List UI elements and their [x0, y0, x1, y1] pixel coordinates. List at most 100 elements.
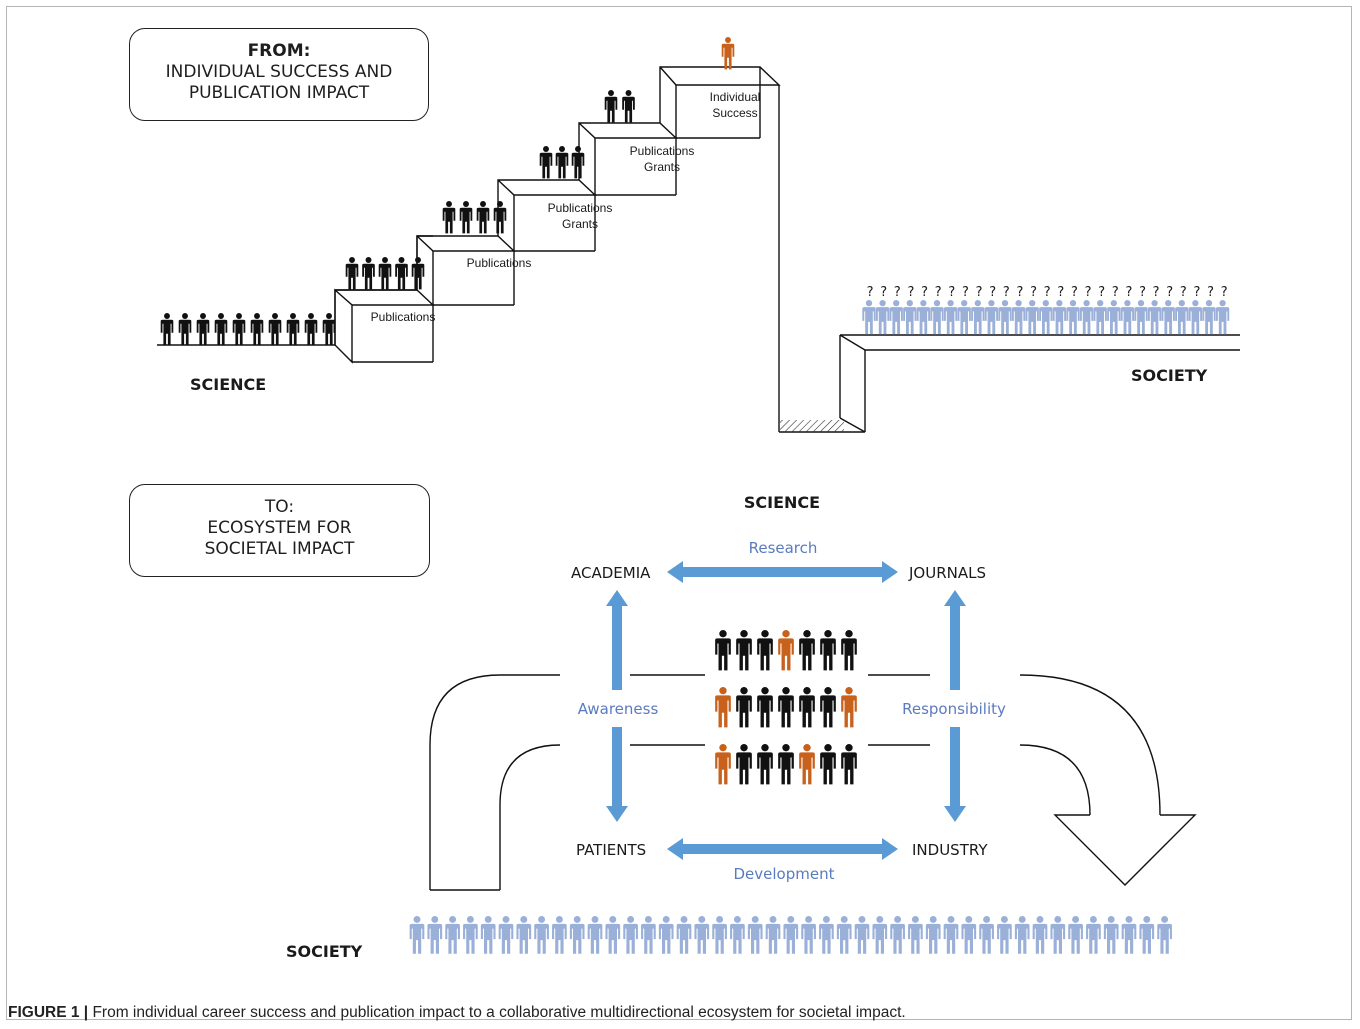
to-box-line1: TO: [264, 497, 295, 517]
responsibility-arrow-down [944, 727, 966, 822]
society-crowd-top [862, 300, 1230, 335]
person-icon [943, 300, 958, 335]
person-icon [569, 916, 585, 954]
person-icon [268, 313, 282, 346]
person-icon [658, 916, 674, 954]
person-icon [712, 916, 727, 954]
flow-awareness: Awareness [578, 700, 659, 718]
person-icon [971, 300, 985, 335]
to-box-line2: ECOSYSTEM FOR [207, 518, 352, 538]
from-box: FROM: INDIVIDUAL SUCCESS AND PUBLICATION… [129, 28, 429, 121]
person-icon [1121, 916, 1137, 954]
person-icon [516, 916, 532, 954]
person-icon [908, 916, 923, 954]
person-icon [747, 916, 763, 954]
person-icon [605, 916, 621, 954]
question-marks: ??????????????????????????? [866, 285, 1228, 300]
person-icon [820, 687, 836, 728]
person-icon [736, 630, 752, 671]
person-icon [1120, 300, 1135, 335]
person-icon [214, 313, 228, 346]
person-icon [476, 201, 490, 234]
person-icon [1157, 916, 1172, 954]
node-journals: JOURNALS [908, 564, 986, 582]
person-icon [250, 313, 264, 346]
node-industry: INDUSTRY [912, 841, 988, 859]
flow-development: Development [734, 865, 835, 883]
person-icon [1202, 300, 1216, 335]
person-icon [872, 916, 888, 954]
person-icon [889, 300, 903, 335]
person-icon [362, 257, 375, 290]
person-icon [459, 201, 473, 234]
person-icon [1066, 300, 1080, 335]
person-icon [820, 744, 836, 785]
staircase-diagram [157, 66, 1240, 433]
person-icon [1161, 300, 1175, 335]
person-icon [819, 916, 834, 954]
person-icon [1134, 300, 1148, 335]
person-icon [604, 90, 618, 123]
person-icon [841, 687, 857, 728]
ecosystem-society-label: SOCIETY [286, 942, 363, 961]
person-icon [1093, 300, 1107, 335]
person-icon [841, 744, 857, 785]
step-5-label-line2: Success [712, 106, 757, 120]
to-box: TO: ECOSYSTEM FOR SOCIETAL IMPACT [129, 484, 430, 577]
person-icon [801, 916, 816, 954]
person-icon [979, 916, 994, 954]
person-icon [916, 300, 931, 335]
caption-label: FIGURE 1 | [8, 1004, 89, 1021]
person-icon [943, 916, 959, 954]
research-arrow [667, 561, 898, 583]
person-icon [641, 916, 656, 954]
person-icon [1103, 916, 1119, 954]
person-icon [836, 916, 852, 954]
person-icon [778, 687, 794, 728]
person-icon [552, 916, 567, 954]
person-icon [1014, 916, 1030, 954]
person-icon [715, 687, 731, 728]
person-icon [622, 90, 635, 123]
blue-arrows [606, 561, 966, 860]
person-icon [1068, 916, 1083, 954]
step-4-label-line2: Grants [644, 160, 680, 174]
person-icon [539, 146, 553, 179]
person-icon [961, 916, 977, 954]
person-icon [442, 201, 456, 234]
person-icon [757, 630, 773, 671]
person-icon [480, 916, 496, 954]
person-icon [1039, 300, 1053, 335]
person-icon [757, 744, 773, 785]
person-icon [571, 146, 585, 179]
uturn-flow-arrow [429, 674, 1197, 891]
person-icon [378, 257, 392, 290]
staircase-science-label: SCIENCE [190, 375, 266, 394]
person-icon [799, 687, 815, 728]
person-icon [957, 300, 971, 335]
figure-caption: FIGURE 1 | From individual career succes… [8, 1004, 906, 1022]
node-patients: PATIENTS [576, 841, 646, 859]
person-icon [694, 916, 710, 954]
figure-diagram: Publications Publications Publications G… [157, 37, 1240, 961]
person-icon [409, 916, 425, 954]
person-icon [623, 916, 638, 954]
person-icon [998, 300, 1012, 335]
person-icon [427, 916, 443, 954]
person-icon [930, 300, 944, 335]
person-icon [997, 916, 1012, 954]
step-3-label-line1: Publications [548, 201, 613, 215]
figure-frame [6, 6, 1352, 1020]
from-box-line1: FROM: [247, 41, 311, 61]
person-icon [395, 257, 408, 290]
person-icon [1050, 916, 1066, 954]
person-icon [411, 257, 425, 290]
person-icon [903, 300, 917, 335]
person-icon [196, 313, 210, 346]
person-icon [304, 313, 318, 346]
person-icon [778, 744, 794, 785]
person-icon [463, 916, 478, 954]
person-icon [799, 744, 815, 785]
person-icon [925, 916, 941, 954]
awareness-arrow-down [606, 727, 628, 822]
